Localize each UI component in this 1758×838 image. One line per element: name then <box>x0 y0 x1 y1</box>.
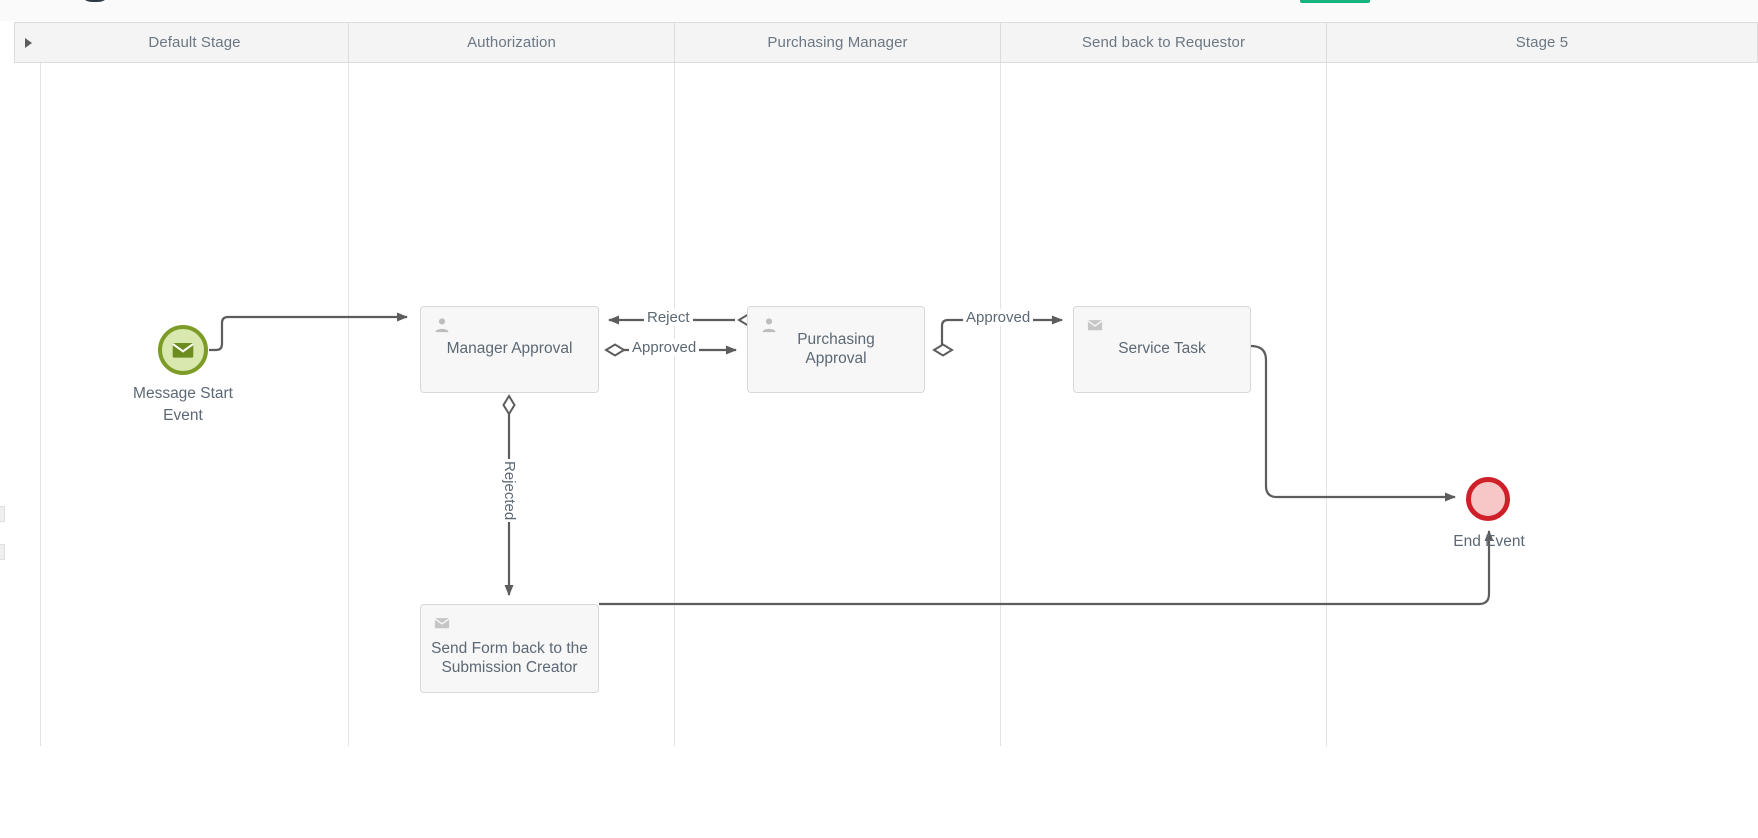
flow-label-rejected: Rejected <box>501 459 518 523</box>
message-start-event-label: Message Start Event <box>133 385 233 424</box>
lane-header-row: Default Stage Authorization Purchasing M… <box>14 22 1758 63</box>
task-purchasing-approval[interactable]: Purchasing Approval <box>747 306 925 393</box>
lane-header-send-back-to-requestor[interactable]: Send back to Requestor <box>1001 22 1327 63</box>
lane-header-stage-5[interactable]: Stage 5 <box>1327 22 1758 63</box>
message-start-event[interactable] <box>158 325 208 375</box>
lane-header-purchasing-manager[interactable]: Purchasing Manager <box>675 22 1001 63</box>
task-label: Send Form back to the Submission Creator <box>431 640 588 676</box>
flow-sendform-to-end <box>599 530 1494 606</box>
flow-label-approved-2: Approved <box>963 309 1034 326</box>
lane-divider <box>1000 63 1001 746</box>
user-icon <box>435 318 449 333</box>
lane-header-default-stage[interactable]: Default Stage <box>41 22 349 63</box>
save-button[interactable] <box>1300 0 1370 3</box>
triangle-right-icon <box>24 37 32 48</box>
envelope-icon <box>434 618 450 629</box>
task-send-form-back[interactable]: Send Form back to the Submission Creator <box>420 604 599 693</box>
toolbar-strip <box>0 0 1758 22</box>
lane-header-label: Send back to Requestor <box>1081 34 1246 51</box>
user-icon <box>762 318 776 333</box>
lane-divider <box>40 63 41 746</box>
lane-divider <box>1326 63 1327 746</box>
flow-label-approved-1: Approved <box>629 339 700 356</box>
envelope-icon <box>1087 320 1103 331</box>
flow-label-reject: Reject <box>644 309 693 326</box>
task-label: Service Task <box>1118 340 1206 358</box>
lane-header-label: Default Stage <box>148 34 241 51</box>
end-event[interactable] <box>1466 477 1510 521</box>
task-label: Manager Approval <box>446 340 573 358</box>
lane-header-label: Authorization <box>467 34 556 51</box>
task-manager-approval[interactable]: Manager Approval <box>420 306 599 393</box>
lane-collapse-toggle[interactable] <box>14 22 41 63</box>
end-event-label: End Event <box>1453 533 1525 550</box>
lane-header-label: Stage 5 <box>1515 34 1569 51</box>
flow-start-to-manager <box>209 312 408 352</box>
lane-divider <box>674 63 675 746</box>
task-label: Purchasing Approval <box>797 331 875 367</box>
lane-resize-handle[interactable] <box>0 544 5 560</box>
gateway-diamond-rejected <box>502 394 516 416</box>
connector-layer <box>209 312 1494 606</box>
gateway-diamond-approved-1 <box>604 343 626 357</box>
lane-divider <box>348 63 349 746</box>
diagram-canvas[interactable]: Reject Approved Approved Rejected Messag… <box>0 63 1758 838</box>
lane-resize-handle[interactable] <box>0 506 5 522</box>
envelope-icon <box>172 342 194 358</box>
toolbar-icon[interactable] <box>84 0 106 2</box>
lane-header-authorization[interactable]: Authorization <box>349 22 675 63</box>
gateway-diamond-approved-2 <box>932 343 954 357</box>
flow-service-to-end <box>1250 344 1456 502</box>
task-service-task[interactable]: Service Task <box>1073 306 1251 393</box>
lane-header-label: Purchasing Manager <box>767 34 908 51</box>
